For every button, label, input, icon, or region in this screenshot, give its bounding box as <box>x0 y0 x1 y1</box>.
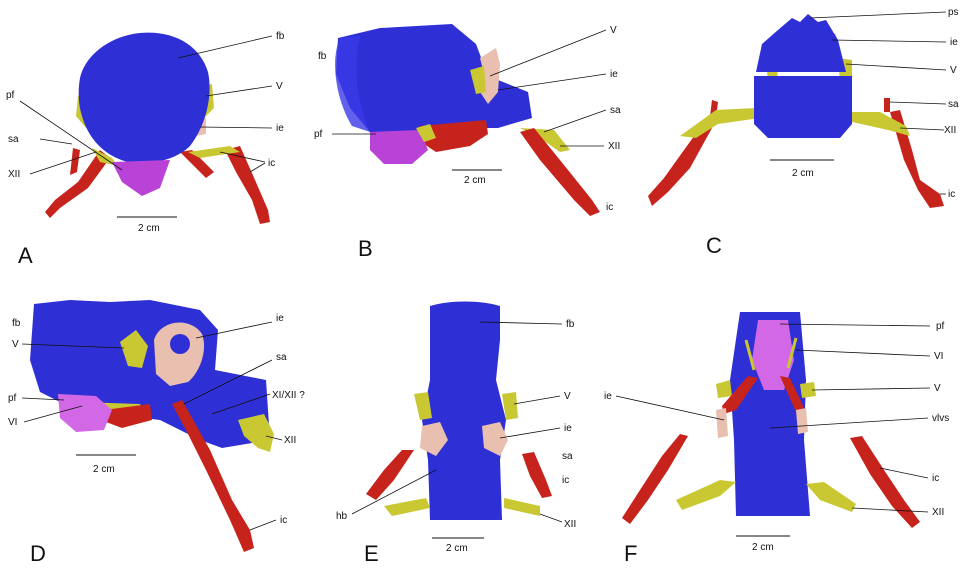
panel-d-label-sa: sa <box>276 352 287 363</box>
panel-c-ic-right-upper <box>884 98 890 112</box>
panel-e-label-ie: ie <box>564 423 572 434</box>
panel-c-label-sa: sa <box>948 99 959 110</box>
panel-d-label-pf: pf <box>8 393 17 404</box>
panel-e-xii-right <box>504 498 540 516</box>
panel-f: 2 cm F pf VI V ie vlvs ic XII <box>604 312 949 566</box>
panel-b-label-ic: ic <box>606 202 613 213</box>
panel-f-label-v: V <box>934 383 941 394</box>
panel-e-label-sa: sa <box>562 451 573 462</box>
panel-b-label-fb: fb <box>318 51 327 62</box>
panel-e-ic-right <box>522 452 552 498</box>
panel-e-label-v: V <box>564 391 571 402</box>
panel-a-ic-left-upper <box>70 148 80 175</box>
panel-b-fb-shape <box>336 24 532 132</box>
panel-d-scale-label: 2 cm <box>93 464 115 475</box>
panel-f-ie-right <box>796 408 808 434</box>
panel-f-v-left <box>716 380 732 398</box>
panel-f-label-vi: VI <box>934 351 943 362</box>
panel-c-label-ic: ic <box>948 189 955 200</box>
panel-f-label-xii: XII <box>932 507 944 518</box>
panel-d-label-vi: VI <box>8 417 17 428</box>
panel-d-letter: D <box>30 541 46 566</box>
panel-f-label-ie: ie <box>604 391 612 402</box>
panel-f-label-vlvs: vlvs <box>932 413 949 424</box>
panel-b-scale-label: 2 cm <box>464 175 486 186</box>
panel-c-label-xii: XII <box>944 125 956 136</box>
panel-b-label-xii: XII <box>608 141 620 152</box>
panel-d: 2 cm D fb V ie sa XI/XII ? pf VI XII ic <box>8 300 305 566</box>
panel-c-fb-block <box>754 76 852 138</box>
panel-c-ic-left <box>648 128 712 206</box>
panel-f-label-ic: ic <box>932 473 939 484</box>
panel-f-ic-outer-right <box>850 436 920 528</box>
panel-a-scale-label: 2 cm <box>138 223 160 234</box>
panel-b: 2 cm B fb V ie sa XII pf ic <box>314 24 621 261</box>
panel-c-xii-left <box>680 108 760 138</box>
panel-d-label-v: V <box>12 339 19 350</box>
panel-a-label-sa: sa <box>8 134 19 145</box>
panel-d-ie-hole <box>170 334 190 354</box>
panel-b-label-ie: ie <box>610 69 618 80</box>
panel-a-label-ie: ie <box>276 123 284 134</box>
panel-f-scale-label: 2 cm <box>752 542 774 553</box>
panel-e-label-xii: XII <box>564 519 576 530</box>
panel-b-label-pf: pf <box>314 129 323 140</box>
panel-e-ic-left <box>366 450 414 500</box>
panel-b-pf-shape <box>370 130 428 164</box>
panel-c-label-ps: ps <box>948 7 959 18</box>
panel-a-letter: A <box>18 243 33 268</box>
panel-e-xii-left <box>384 498 430 516</box>
panel-b-label-v: V <box>610 25 617 36</box>
panel-c-label-ie: ie <box>950 37 958 48</box>
panel-f-letter: F <box>624 541 637 566</box>
panel-b-letter: B <box>358 236 373 261</box>
panel-c-label-v: V <box>950 65 957 76</box>
panel-d-label-ie: ie <box>276 313 284 324</box>
panel-e-label-fb: fb <box>566 319 575 330</box>
panel-a-label-v: V <box>276 81 283 92</box>
panel-a-label-xii: XII <box>8 169 20 180</box>
panel-d-label-xii: XII <box>284 435 296 446</box>
panel-f-xii-right <box>806 482 856 512</box>
panel-a: 2 cm A fb V ie ic pf sa XII <box>6 31 285 268</box>
panel-e-fb-shape <box>422 302 506 521</box>
panel-c-letter: C <box>706 233 722 258</box>
panel-a-fb-shape <box>79 33 210 164</box>
panel-e-label-hb: hb <box>336 511 348 522</box>
panel-a-ic-right-shape <box>225 146 270 224</box>
panel-c-fb-shape <box>756 14 846 72</box>
panel-a-label-ic: ic <box>268 158 275 169</box>
panel-f-ie-left <box>716 408 728 438</box>
panel-d-label-ic: ic <box>280 515 287 526</box>
panel-e-label-ic: ic <box>562 475 569 486</box>
panel-a-pf-shape <box>112 160 170 196</box>
panel-d-label-fb: fb <box>12 318 21 329</box>
panel-f-ic-outer-left <box>622 434 688 524</box>
panel-e-scale-label: 2 cm <box>446 543 468 554</box>
panel-e: 2 cm E fb V ie sa ic hb XII <box>336 302 576 567</box>
panel-d-fb-shape <box>30 300 270 448</box>
panel-b-label-sa: sa <box>610 105 621 116</box>
panel-f-xii-left <box>676 480 736 510</box>
panel-a-label-pf: pf <box>6 90 15 101</box>
panel-a-label-fb: fb <box>276 31 285 42</box>
panel-d-label-xixii: XI/XII ? <box>272 390 305 401</box>
panel-c: 2 cm C ps ie V sa XII ic <box>648 7 959 258</box>
panel-f-label-pf: pf <box>936 321 945 332</box>
panel-c-scale-label: 2 cm <box>792 168 814 179</box>
panel-e-letter: E <box>364 541 379 566</box>
